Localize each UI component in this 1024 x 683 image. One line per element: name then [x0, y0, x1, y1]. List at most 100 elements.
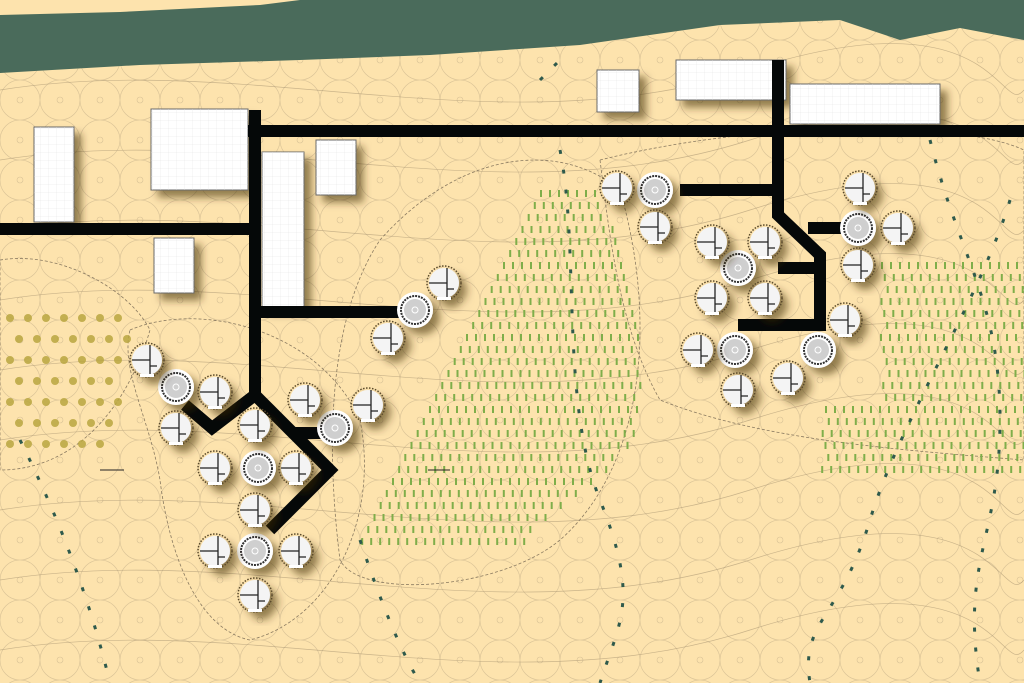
crop-plant	[955, 310, 958, 317]
pod-unit-icon	[237, 407, 273, 443]
crop-plant	[430, 526, 433, 533]
crop-plant	[860, 442, 863, 449]
orchard-tree	[123, 335, 131, 343]
crop-plant	[476, 454, 479, 461]
crop-plant	[886, 286, 889, 293]
crop-plant	[501, 406, 503, 413]
crop-plant	[528, 370, 531, 377]
crop-plant	[1003, 286, 1006, 293]
crop-plant	[589, 322, 592, 329]
crop-plant	[461, 466, 464, 473]
crop-plant	[891, 382, 894, 389]
crop-plant	[567, 190, 569, 197]
crop-plant	[515, 238, 518, 245]
crop-plant	[479, 430, 482, 437]
crop-plant	[943, 334, 945, 341]
crop-plant	[900, 346, 903, 353]
pod-unit-icon	[197, 450, 233, 486]
crop-plant	[546, 406, 548, 413]
crop-plant	[574, 298, 577, 305]
crop-plant	[505, 274, 508, 281]
building	[789, 83, 941, 125]
orchard-tree	[60, 440, 68, 448]
crop-plant	[954, 382, 957, 389]
orchard-tree	[24, 356, 32, 364]
crop-plant	[397, 538, 400, 545]
crop-plant	[976, 286, 979, 293]
crop-plant	[619, 334, 621, 341]
crop-plant	[872, 454, 875, 461]
crop-plant	[556, 334, 558, 341]
orchard-tree	[42, 314, 50, 322]
crop-plant	[576, 346, 579, 353]
building	[150, 108, 249, 191]
crop-plant	[982, 274, 985, 281]
crop-plant	[912, 358, 915, 365]
crop-plant	[956, 430, 959, 437]
crop-plant	[489, 358, 492, 365]
crop-plant	[440, 454, 443, 461]
crop-plant	[473, 442, 476, 449]
crop-plant	[821, 466, 824, 473]
crop-plant	[998, 262, 1000, 269]
crop-plant	[521, 226, 524, 233]
crop-plant	[570, 394, 573, 401]
crop-plant	[574, 334, 576, 341]
contour-line	[0, 183, 1024, 243]
orchard-tree	[24, 440, 32, 448]
crop-plant	[569, 238, 572, 245]
crop-plant	[413, 454, 416, 461]
crop-plant	[431, 418, 434, 425]
crop-plant	[483, 370, 486, 377]
crop-plant	[926, 418, 929, 425]
crop-plant	[542, 466, 545, 473]
crop-plant	[442, 538, 445, 545]
crop-plant	[957, 358, 960, 365]
crop-plant	[430, 490, 433, 497]
crop-plant	[491, 442, 494, 449]
crop-plant	[564, 406, 566, 413]
crop-plant	[908, 262, 910, 269]
crop-plant	[896, 442, 899, 449]
crop-plant	[617, 442, 620, 449]
crop-plant	[1009, 274, 1012, 281]
crop-plant	[594, 346, 597, 353]
crop-plant	[471, 394, 474, 401]
crop-plant	[619, 298, 622, 305]
crop-plant	[581, 442, 584, 449]
crop-plant	[863, 418, 866, 425]
crop-plant	[578, 238, 581, 245]
crop-plant	[379, 538, 382, 545]
crop-plant	[992, 466, 995, 473]
crop-plant	[596, 430, 599, 437]
crop-plant	[636, 370, 639, 377]
crop-plant	[564, 370, 567, 377]
crop-plant	[1022, 442, 1024, 449]
crop-plant	[442, 502, 445, 509]
crop-plant	[990, 382, 993, 389]
crop-plant	[549, 346, 552, 353]
crop-plant	[459, 346, 462, 353]
crop-plant	[590, 478, 592, 485]
building	[315, 139, 357, 196]
crop-plant	[524, 238, 527, 245]
crop-plant	[522, 346, 525, 353]
crop-plant	[928, 310, 931, 317]
crop-plant	[434, 430, 437, 437]
crop-plant	[970, 334, 972, 341]
crop-plant	[875, 466, 878, 473]
crop-plant	[490, 286, 493, 293]
crop-plant	[596, 238, 599, 245]
crop-plant	[550, 274, 553, 281]
crop-plant	[825, 406, 827, 413]
crop-plant	[424, 538, 427, 545]
crop-plant	[554, 478, 556, 485]
crop-plant	[514, 502, 517, 509]
crop-plant	[594, 382, 597, 389]
pod-unit-icon	[370, 320, 406, 356]
crop-plant	[890, 418, 893, 425]
crop-plant	[556, 298, 559, 305]
orchard-tree	[87, 335, 95, 343]
crop-plant	[551, 202, 554, 209]
crop-plant	[625, 322, 628, 329]
